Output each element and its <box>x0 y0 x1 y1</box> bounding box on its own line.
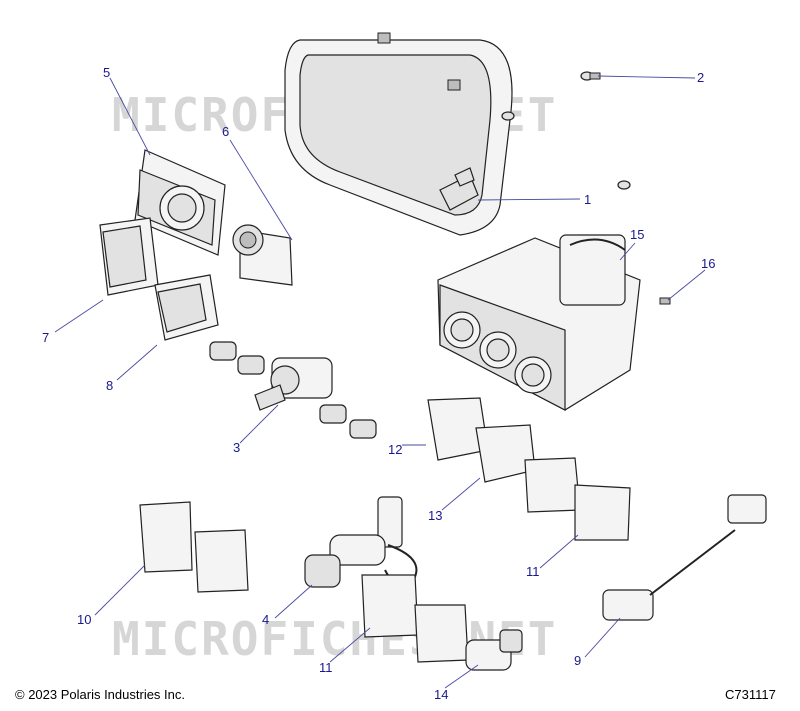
rocker-switch-7 <box>99 217 159 296</box>
switch-module <box>134 149 226 256</box>
callout-5: 5 <box>103 65 111 80</box>
callout-11-right: 11 <box>526 564 540 579</box>
screw-extra-2 <box>617 180 631 190</box>
copyright-text: © 2023 Polaris Industries Inc. <box>15 687 185 702</box>
callout-16: 16 <box>701 256 716 271</box>
callout-11-bottom: 11 <box>319 660 333 675</box>
callout-10: 10 <box>77 612 92 627</box>
usb-outlet <box>465 629 523 671</box>
callout-4: 4 <box>262 612 270 627</box>
rocker-switch-8 <box>154 274 219 341</box>
adapter-cable <box>602 494 767 621</box>
instrument-cluster <box>284 32 513 236</box>
callout-13: 13 <box>428 508 443 523</box>
indicator-lamps <box>209 341 377 439</box>
callout-12: 12 <box>388 442 403 457</box>
callout-3: 3 <box>233 440 241 455</box>
callout-15: 15 <box>630 227 645 242</box>
switch-11-right <box>524 457 631 541</box>
connector-harness <box>304 496 418 588</box>
callout-8: 8 <box>106 378 114 393</box>
screw <box>580 71 601 81</box>
callout-6: 6 <box>222 124 230 139</box>
callout-2: 2 <box>697 70 705 85</box>
switch-11-bottom <box>361 574 469 663</box>
climate-control-panel <box>437 234 671 411</box>
toggle-switch <box>254 357 333 411</box>
rotary-switch <box>232 224 293 286</box>
screw-extra-1 <box>501 111 515 121</box>
callout-1: 1 <box>584 192 592 207</box>
switch-10 <box>139 501 249 593</box>
callout-7: 7 <box>42 330 50 345</box>
callout-9: 9 <box>574 653 582 668</box>
leader-lines <box>54 75 706 689</box>
drawing-number: C731117 <box>725 687 776 702</box>
callout-14: 14 <box>434 687 449 702</box>
